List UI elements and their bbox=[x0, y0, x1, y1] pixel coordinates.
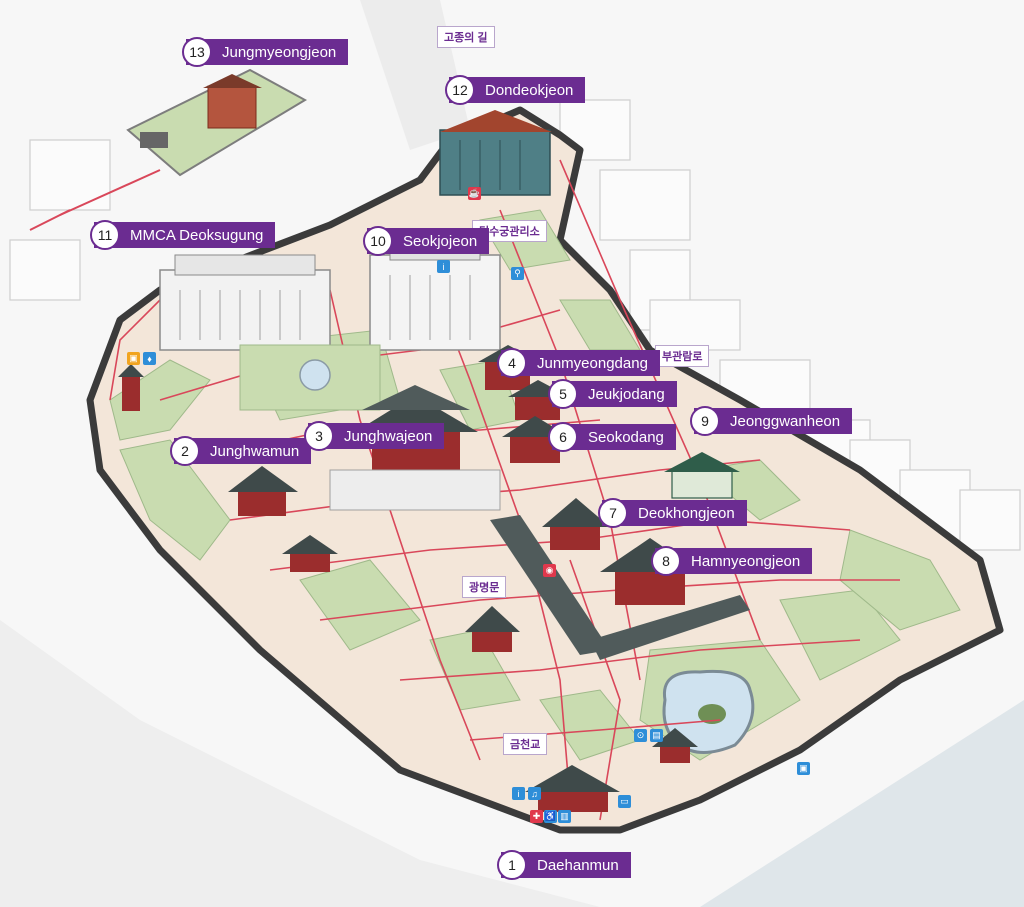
label-number: 8 bbox=[651, 546, 681, 576]
information-icon: i bbox=[512, 787, 525, 800]
info-icon: i bbox=[437, 260, 450, 273]
label-number: 3 bbox=[304, 421, 334, 451]
label-jeukjodang[interactable]: 5 Jeukjodang bbox=[548, 379, 677, 409]
audio-guide-icon: ♫ bbox=[528, 787, 541, 800]
office-label: 덕수궁관리소 bbox=[472, 220, 547, 242]
label-text: Junghwamun bbox=[210, 442, 300, 460]
label-hamnyeongjeon[interactable]: 8 Hamnyeongjeon bbox=[651, 546, 813, 576]
label-dondeokjeon[interactable]: 12 Dondeokjeon bbox=[445, 75, 586, 105]
label-number: 1 bbox=[497, 850, 527, 880]
label-text: Daehanmun bbox=[537, 856, 619, 874]
label-mmca-deoksugung[interactable]: 11 MMCA Deoksugung bbox=[90, 220, 276, 250]
label-number: 7 bbox=[598, 498, 628, 528]
label-text: Jeonggwanheon bbox=[730, 412, 841, 430]
dondeokjeon-building bbox=[439, 110, 552, 196]
label-text: Deokhongjeon bbox=[638, 504, 735, 522]
label-deokhongjeon[interactable]: 7 Deokhongjeon bbox=[598, 498, 747, 528]
label-daehanmun[interactable]: 1 Daehanmun bbox=[497, 850, 631, 880]
label-text: Junmyeongdang bbox=[537, 354, 648, 372]
label-text: Jungmyeongjeon bbox=[222, 43, 337, 61]
label-text: Hamnyeongjeon bbox=[691, 552, 801, 570]
first-aid-icon: ✚ bbox=[530, 810, 543, 823]
bus-icon: ▣ bbox=[797, 762, 810, 775]
wheelchair-icon: ♿ bbox=[544, 810, 557, 823]
gojong-road-label: 고종의 길 bbox=[437, 26, 495, 48]
label-text: Dondeokjeon bbox=[485, 81, 574, 99]
label-seokjojeon[interactable]: 10 Seokjojeon bbox=[363, 226, 490, 256]
label-junmyeongdang[interactable]: 4 Junmyeongdang bbox=[497, 348, 660, 378]
label-number: 4 bbox=[497, 348, 527, 378]
label-jungmyeongjeon[interactable]: 13 Jungmyeongjeon bbox=[182, 37, 349, 67]
geumcheongyo-label: 금천교 bbox=[503, 733, 548, 755]
label-junghwamun[interactable]: 2 Junghwamun bbox=[170, 436, 312, 466]
label-number: 6 bbox=[548, 422, 578, 452]
locker-icon: ▥ bbox=[558, 810, 571, 823]
label-text: Seokjojeon bbox=[403, 232, 478, 250]
ticket-office-icon: ▭ bbox=[618, 795, 631, 808]
cafe-icon: ☕ bbox=[468, 187, 481, 200]
label-junghwajeon[interactable]: 3 Junghwajeon bbox=[304, 421, 445, 451]
label-text: Seokodang bbox=[588, 428, 664, 446]
label-number: 9 bbox=[690, 406, 720, 436]
label-text: Jeukjodang bbox=[588, 385, 665, 403]
label-text: Junghwajeon bbox=[344, 427, 433, 445]
label-number: 12 bbox=[445, 75, 475, 105]
label-number: 11 bbox=[90, 220, 120, 250]
label-number: 5 bbox=[548, 379, 578, 409]
label-number: 10 bbox=[363, 226, 393, 256]
water-icon: ⊙ bbox=[634, 729, 647, 742]
label-text: MMCA Deoksugung bbox=[130, 226, 264, 244]
jungmyeongjeon-annex bbox=[29, 68, 308, 231]
atm-icon: ▤ bbox=[650, 729, 663, 742]
gwangmyeongmun-label: 광명문 bbox=[462, 576, 507, 598]
label-number: 2 bbox=[170, 436, 200, 466]
pathway-label: 부관람로 bbox=[655, 345, 710, 367]
label-jeonggwanheon[interactable]: 9 Jeonggwanheon bbox=[690, 406, 853, 436]
label-number: 13 bbox=[182, 37, 212, 67]
restroom-icon: ⚲ bbox=[511, 267, 524, 280]
ticket-icon: ▣ bbox=[127, 352, 140, 365]
label-seokodang[interactable]: 6 Seokodang bbox=[548, 422, 676, 452]
shop-icon: ◉ bbox=[543, 564, 556, 577]
guard-icon: ♦ bbox=[143, 352, 156, 365]
